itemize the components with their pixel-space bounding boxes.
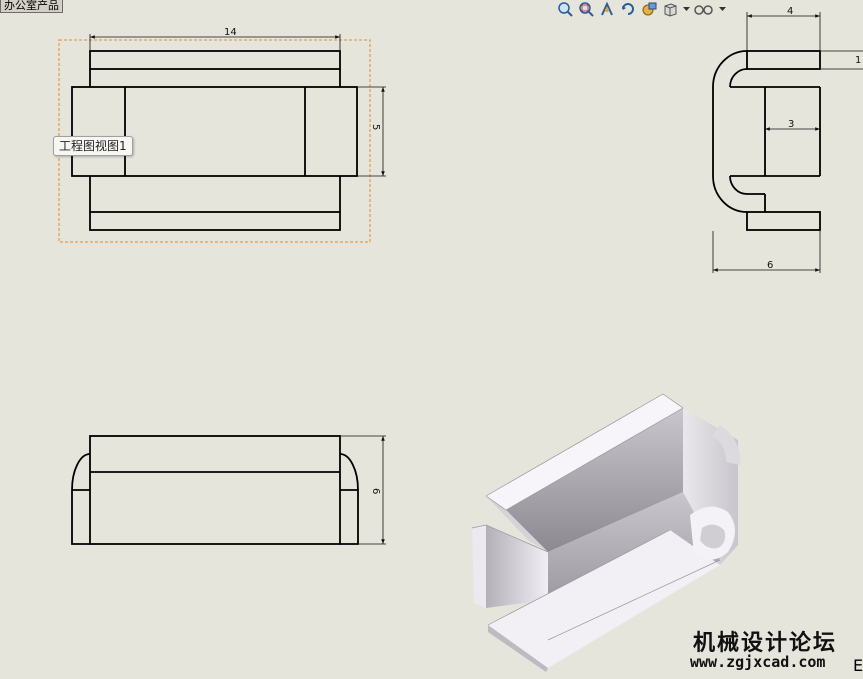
watermark-title: 机械设计论坛 [693, 631, 838, 656]
dimension-height[interactable]: 5 [370, 124, 381, 130]
pan-icon[interactable] [598, 1, 616, 18]
zoom-to-fit-icon[interactable] [556, 1, 574, 18]
view-orientation-icon[interactable] [661, 1, 679, 18]
zoom-area-icon[interactable] [577, 1, 595, 18]
edge-letter: E [853, 656, 863, 675]
front-view[interactable]: 14 5 [58, 27, 386, 243]
display-style-icon[interactable] [640, 1, 658, 18]
isometric-view[interactable] [470, 393, 741, 672]
watermark-url: www.zgjxcad.com [690, 653, 826, 671]
view-tooltip: 工程图视图1 [53, 136, 133, 156]
dimension-width[interactable]: 14 [224, 27, 237, 38]
dimension-height[interactable]: 6 [370, 488, 381, 494]
bottom-view[interactable]: 6 [71, 435, 386, 545]
dimension-inner[interactable]: 3 [788, 119, 794, 130]
chevron-down-icon[interactable] [718, 1, 726, 18]
chevron-down-icon[interactable] [682, 1, 690, 18]
side-view[interactable]: 4 1 3 6 [712, 6, 863, 273]
dimension-top-width[interactable]: 4 [787, 6, 793, 17]
hide-show-items-icon[interactable] [693, 1, 715, 18]
dimension-bottom-width[interactable]: 6 [767, 260, 773, 271]
view-toolbar [556, 0, 726, 18]
document-tab[interactable]: 办公室产品 [0, 0, 63, 13]
rotate-view-icon[interactable] [619, 1, 637, 18]
dimension-top-thickness[interactable]: 1 [855, 55, 861, 66]
